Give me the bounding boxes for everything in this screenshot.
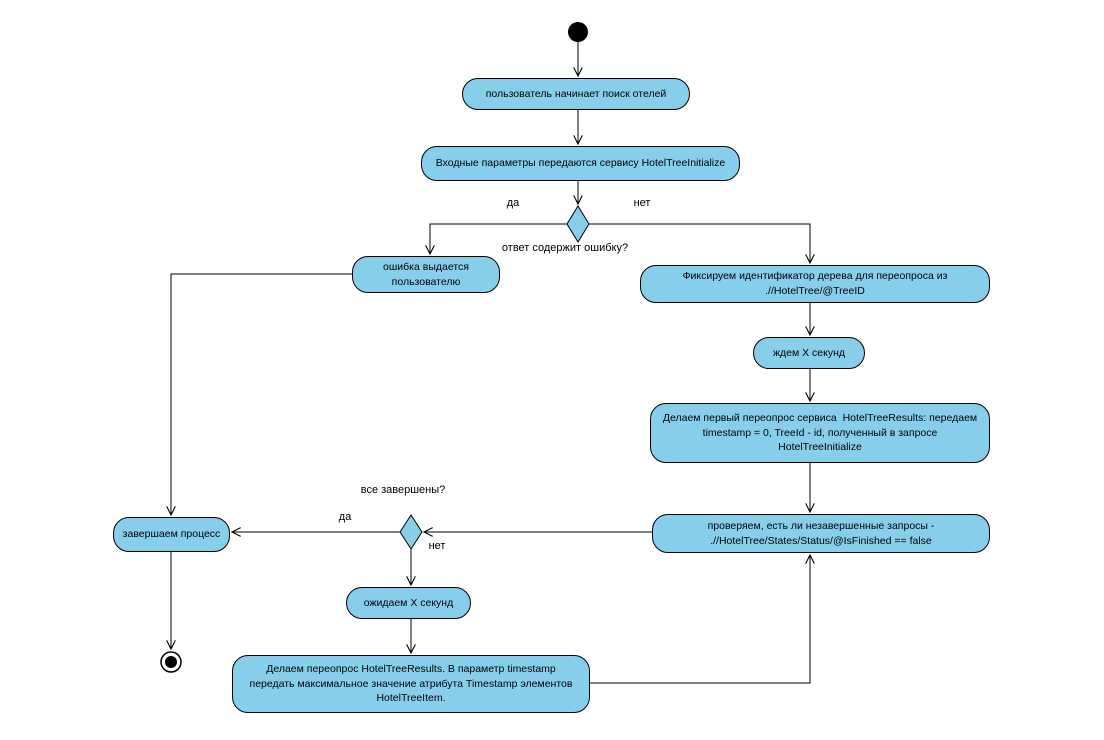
activity-user-starts-search: пользователь начинает поиск отелей xyxy=(462,78,690,110)
decision1-yes-label: да xyxy=(506,197,520,209)
decision1-question-label: ответ содержит ошибку? xyxy=(501,242,629,254)
decision2-yes-label: да xyxy=(338,511,352,523)
decision2-question-label: все завершены? xyxy=(360,484,446,496)
edge-decision1-no xyxy=(589,223,815,265)
end-node xyxy=(160,651,182,673)
activity-error-shown: ошибка выдается пользователю xyxy=(352,256,500,293)
decision2-diamond xyxy=(399,514,423,550)
decision1-diamond xyxy=(566,205,590,243)
start-node xyxy=(568,22,588,42)
activity-finish-process: завершаем процесс xyxy=(113,517,230,552)
activity-wait-x-seconds: ждем X секунд xyxy=(753,337,865,369)
decision2-no-label: нет xyxy=(428,540,446,552)
activity-init-params: Входные параметры передаются сервису Hot… xyxy=(421,146,740,181)
decision1-no-label: нет xyxy=(633,197,651,209)
activity-first-poll: Делаем первый переопрос сервиса HotelTre… xyxy=(650,403,990,463)
activity-check-unfinished: проверяем, есть ли незавершенные запросы… xyxy=(652,514,990,553)
activity-fix-tree-id: Фиксируем идентификатор дерева для перео… xyxy=(640,265,990,303)
activity-repoll: Делаем переопрос HotelTreeResults. В пар… xyxy=(232,655,590,713)
edge-repoll-to-check xyxy=(590,553,815,684)
activity-wait-x-seconds-2: ожидаем X секунд xyxy=(346,587,471,619)
edge-error-to-finish xyxy=(166,273,352,517)
edge-decision1-yes xyxy=(425,223,567,256)
